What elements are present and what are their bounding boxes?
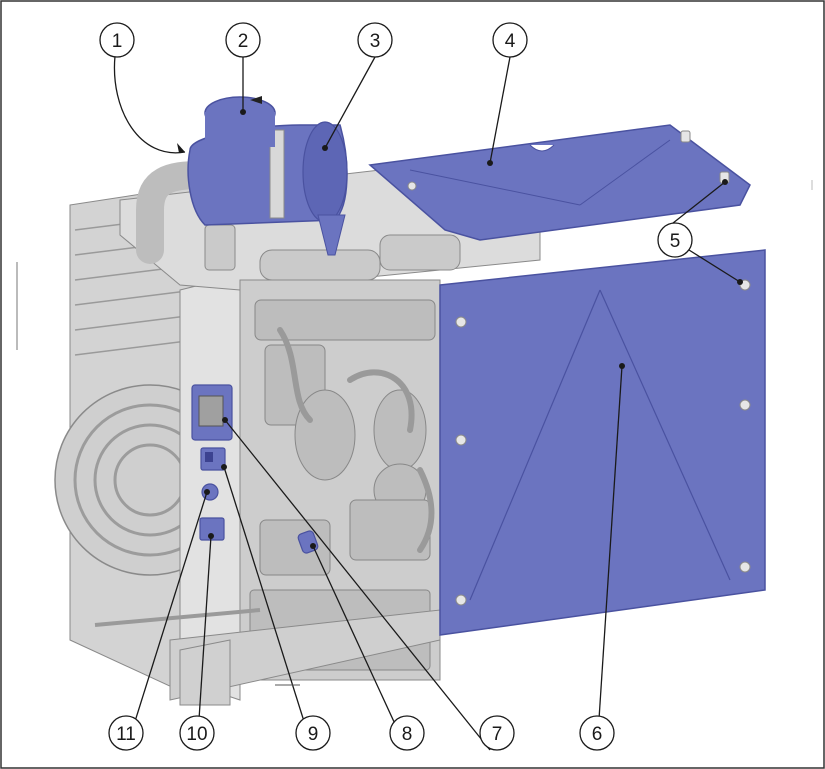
leader-lines xyxy=(113,55,741,751)
callout-11: 11 xyxy=(108,715,144,751)
svg-text:2: 2 xyxy=(238,31,249,52)
callout-4: 4 xyxy=(492,22,528,58)
svg-text:1: 1 xyxy=(112,31,123,52)
svg-text:9: 9 xyxy=(308,724,319,745)
callout-5: 5 xyxy=(657,222,693,258)
callout-7: 7 xyxy=(479,715,515,751)
screw-markers xyxy=(407,130,730,191)
callout-9: 9 xyxy=(295,715,331,751)
callout-3: 3 xyxy=(357,22,393,58)
svg-text:4: 4 xyxy=(505,31,516,52)
socket-module xyxy=(199,517,225,541)
svg-text:7: 7 xyxy=(492,724,503,745)
leader-dots xyxy=(204,109,743,549)
callout-1: 1 xyxy=(99,22,135,58)
callout-8: 8 xyxy=(389,715,425,751)
callout-2: 2 xyxy=(225,22,261,58)
svg-text:8: 8 xyxy=(402,724,413,745)
side-cover-panel xyxy=(439,249,766,636)
air-filter-housing xyxy=(187,96,348,256)
svg-text:10: 10 xyxy=(186,724,207,745)
top-cover-panel xyxy=(368,124,751,241)
svg-text:11: 11 xyxy=(116,724,136,745)
callout-6: 6 xyxy=(579,715,615,751)
svg-text:3: 3 xyxy=(370,31,381,52)
callout-10: 10 xyxy=(179,715,215,751)
svg-text:6: 6 xyxy=(592,724,603,745)
svg-text:5: 5 xyxy=(670,231,681,252)
